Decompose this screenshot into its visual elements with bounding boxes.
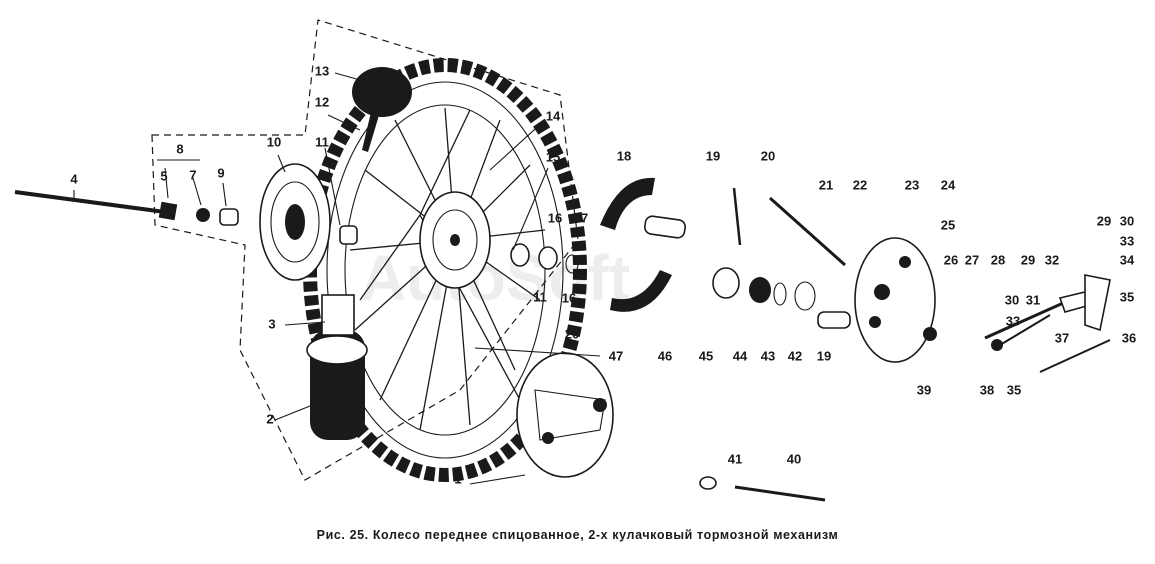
callout-42: 42 bbox=[788, 348, 802, 363]
callout-23: 23 bbox=[905, 177, 919, 192]
valve bbox=[362, 108, 380, 152]
callout-2: 2 bbox=[266, 411, 273, 426]
callout-22: 22 bbox=[853, 177, 867, 192]
brake-plate-assembled bbox=[516, 352, 614, 478]
callout-32: 32 bbox=[1045, 252, 1059, 267]
callout-35: 35 bbox=[1007, 382, 1021, 397]
leader-lines bbox=[73, 72, 601, 485]
callout-18: 18 bbox=[617, 148, 631, 163]
callout-33: 33 bbox=[1006, 313, 1020, 328]
callout-11: 11 bbox=[315, 134, 329, 149]
watermark: AutoSoft bbox=[360, 242, 630, 314]
callout-43: 43 bbox=[761, 348, 775, 363]
brake-drum-disc bbox=[259, 163, 331, 281]
bolts bbox=[699, 476, 826, 502]
callout-19: 19 bbox=[706, 148, 720, 163]
callout-10: 10 bbox=[267, 134, 281, 149]
callout-33-second: 33 bbox=[1120, 233, 1134, 248]
callout-24: 24 bbox=[941, 177, 956, 192]
callout-34: 34 bbox=[1120, 252, 1135, 267]
callout-26: 26 bbox=[944, 252, 958, 267]
callout-31: 31 bbox=[1026, 292, 1040, 307]
callout-4: 4 bbox=[70, 171, 78, 186]
callout-29-second: 29 bbox=[1097, 213, 1111, 228]
assembly-boundary bbox=[151, 19, 579, 481]
callout-19-second: 19 bbox=[817, 348, 831, 363]
callout-41: 41 bbox=[728, 451, 742, 466]
callout-17: 17 bbox=[574, 210, 588, 225]
callout-39: 39 bbox=[917, 382, 931, 397]
callout-15: 15 bbox=[546, 149, 560, 164]
callout-3: 3 bbox=[268, 316, 275, 331]
callout-28: 28 bbox=[991, 252, 1005, 267]
callout-20-second: 20 bbox=[565, 326, 579, 341]
inner-tube bbox=[352, 67, 412, 117]
callout-38: 38 bbox=[980, 382, 994, 397]
hub bbox=[419, 191, 491, 289]
brake-plate bbox=[854, 237, 937, 363]
callout-27: 27 bbox=[965, 252, 979, 267]
callout-44: 44 bbox=[733, 348, 748, 363]
figure-caption: Рис. 25. Колесо переднее спицованное, 2-… bbox=[316, 528, 839, 542]
callout-8: 8 bbox=[176, 141, 183, 156]
callout-1: 1 bbox=[454, 471, 461, 486]
callout-29: 29 bbox=[1021, 252, 1035, 267]
callout-30-second: 30 bbox=[1120, 213, 1134, 228]
callout-45: 45 bbox=[699, 348, 713, 363]
callout-16: 16 bbox=[548, 210, 562, 225]
callout-9: 9 bbox=[217, 165, 224, 180]
callout-47: 47 bbox=[609, 348, 623, 363]
callout-12: 12 bbox=[315, 94, 329, 109]
brake-shoes bbox=[600, 177, 846, 312]
callout-30: 30 bbox=[1005, 292, 1019, 307]
callout-40: 40 bbox=[787, 451, 801, 466]
callout-20: 20 bbox=[761, 148, 775, 163]
callout-46: 46 bbox=[658, 348, 672, 363]
callout-16-second: 16 bbox=[562, 290, 576, 305]
axle bbox=[14, 190, 358, 245]
callout-7: 7 bbox=[189, 167, 196, 182]
callout-37: 37 bbox=[1055, 330, 1069, 345]
callout-11-second: 11 bbox=[533, 289, 547, 304]
callout-14: 14 bbox=[546, 108, 561, 123]
callout-13: 13 bbox=[315, 63, 329, 78]
callout-25: 25 bbox=[941, 217, 955, 232]
callout-5: 5 bbox=[160, 168, 167, 183]
callouts: 1 2 3 4 5 7 8 9 10 11 11 12 13 14 15 16 … bbox=[70, 63, 1136, 486]
callout-21: 21 bbox=[819, 177, 833, 192]
brake-levers bbox=[984, 274, 1111, 373]
callout-36: 36 bbox=[1122, 330, 1136, 345]
tyre-section bbox=[306, 294, 368, 440]
bearings bbox=[510, 243, 851, 329]
callout-35-second: 35 bbox=[1120, 289, 1134, 304]
